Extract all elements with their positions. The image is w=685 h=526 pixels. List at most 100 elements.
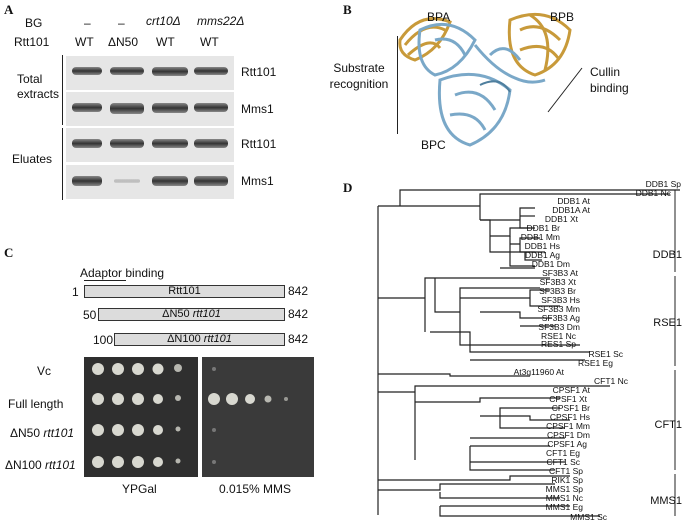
tree-leaf: DDB1 Sp — [645, 179, 681, 189]
tree-leaf: MMS1 Sc — [570, 512, 607, 522]
bpb-label: BPB — [550, 10, 575, 24]
tree-leaf: DDB1 Nc — [635, 188, 671, 198]
tree-leaf: DDB1 Hs — [524, 241, 560, 251]
tree-leaf: RES1 Sp — [541, 339, 576, 349]
bpa-blue — [417, 22, 477, 77]
plate2-label: 0.015% MMS — [219, 482, 292, 496]
tree-leaf: CPSF1 Xt — [549, 394, 587, 404]
construct2-start: 50 — [83, 308, 97, 322]
eluate-bracket — [62, 128, 63, 200]
tree-leaf: CPSF1 Br — [551, 403, 590, 413]
tree-leaf: DDB1 Dm — [531, 259, 570, 269]
mms-spots — [208, 367, 288, 464]
adaptor-binding-label: Adaptor binding — [80, 266, 165, 280]
tree-leaf: CFT1 Sp — [548, 466, 583, 476]
tree-leaf: SF3B3 Br — [539, 286, 576, 296]
tree-leaf: MMS1 Sp — [545, 484, 583, 494]
tree-leaf: SF3B3 Hs — [541, 295, 580, 305]
adaptor-line — [84, 280, 126, 281]
tree-leaf: RSE1 Sc — [588, 349, 624, 359]
construct-full-length: Rtt101 — [84, 285, 285, 298]
phylogenetic-tree — [377, 189, 680, 517]
row-label-full-length: Full length — [8, 397, 64, 411]
tree-leaf: DDB1 At — [557, 196, 590, 206]
plate-mms — [202, 357, 314, 477]
eluates-label: Eluates — [12, 152, 53, 166]
blot-eluate-mms1 — [66, 165, 234, 199]
tree-leaf: SF3B3 Mm — [537, 304, 580, 314]
row-label-dn100: ΔN100 rtt101 — [5, 458, 76, 472]
blot-total-mms1 — [66, 92, 234, 126]
row1-label: Rtt101 — [241, 65, 277, 79]
tree-leaf: RSE1 Nc — [541, 331, 576, 341]
col1-rtt: WT — [75, 35, 94, 49]
construct3-start: 100 — [93, 333, 114, 347]
construct-dn50: ΔN50 rtt101 — [98, 308, 285, 321]
substrate-line — [397, 36, 398, 134]
tree-leaf: MMS1 Eg — [545, 502, 583, 512]
group-rse1: RSE1 — [653, 317, 682, 329]
substrate-label: Substrate recognition — [329, 61, 389, 91]
panel-b-letter: B — [343, 2, 352, 17]
cullin-line — [547, 67, 583, 113]
tree-leaf: SF3B3 Dm — [538, 322, 580, 332]
construct-dn100: ΔN100 rtt101 — [114, 333, 285, 346]
group-ddb1: DDB1 — [652, 249, 682, 261]
tree-leaf: CFT1 Nc — [594, 376, 628, 386]
construct1-end: 842 — [288, 284, 309, 298]
plate-ypgal — [84, 357, 198, 477]
tree-leaf: CPSF1 At — [552, 385, 590, 395]
tree-leaf: SF3B3 Ag — [541, 313, 580, 323]
tree-leaf: SF3B3 Xt — [539, 277, 576, 287]
group-mms1: MMS1 — [650, 495, 682, 507]
col4-rtt: WT — [200, 35, 219, 49]
tree-leaf: At3g11960 At — [513, 367, 564, 377]
blot-total-rtt101 — [66, 56, 234, 90]
col2-rtt: ΔN50 — [108, 35, 139, 49]
bpb-domain — [507, 12, 572, 77]
ypgal-spots — [92, 363, 182, 468]
cullin-label: Cullin binding — [590, 65, 629, 95]
tree-leaf: MMS1 Nc — [545, 493, 583, 503]
col1-bg: – — [84, 16, 91, 30]
tree-leaf: DDB1 Ag — [525, 250, 560, 260]
construct1-start: 1 — [72, 285, 79, 299]
panel-c-letter: C — [4, 245, 14, 260]
col3-bg: crt10Δ — [146, 14, 181, 28]
protein-structure — [398, 12, 572, 147]
tree-leaf: SF3B3 At — [542, 268, 578, 278]
tree-leaf: CPSF1 Ag — [547, 439, 587, 449]
col4-bg: mms22Δ — [197, 14, 245, 28]
group-cft1: CFT1 — [654, 419, 683, 431]
total-bracket — [62, 55, 63, 125]
row2-label: Mms1 — [241, 102, 274, 116]
tree-leaf: DDB1 Mm — [520, 232, 560, 242]
tree-leaf: CPSF1 Hs — [549, 412, 590, 422]
tree-leaf: RSE1 Eg — [578, 358, 613, 368]
blot-eluate-rtt101 — [66, 128, 234, 162]
tree-leaf: CPSF1 Dm — [547, 430, 590, 440]
col2-bg: – — [118, 16, 125, 30]
row4-label: Mms1 — [241, 174, 274, 188]
construct2-end: 842 — [288, 307, 309, 321]
row-label-dn50: ΔN50 rtt101 — [10, 426, 75, 440]
construct3-end: 842 — [288, 332, 309, 346]
tree-leaf: DDB1 Br — [526, 223, 560, 233]
panel-a-letter: A — [4, 2, 14, 17]
tree-leaf: DDB1A At — [552, 205, 590, 215]
row-label-vc: Vc — [37, 364, 52, 378]
rtt101-label: Rtt101 — [14, 35, 50, 49]
tree-leaf: CFT1 Eg — [545, 448, 580, 458]
col3-rtt: WT — [156, 35, 175, 49]
total-extracts-label: Total extracts — [17, 72, 60, 101]
tree-leaf: CFT1 Sc — [546, 457, 580, 467]
bpc-domain — [437, 44, 546, 147]
bg-label: BG — [25, 16, 43, 30]
bpa-label: BPA — [427, 10, 451, 24]
row3-label: Rtt101 — [241, 137, 277, 151]
tree-leaf: RIK1 Sp — [551, 475, 583, 485]
panel-d-letter: D — [343, 180, 353, 195]
tree-leaf: DDB1 Xt — [544, 214, 578, 224]
tree-leaf: CPSF1 Mm — [546, 421, 590, 431]
bpc-label: BPC — [421, 138, 446, 152]
